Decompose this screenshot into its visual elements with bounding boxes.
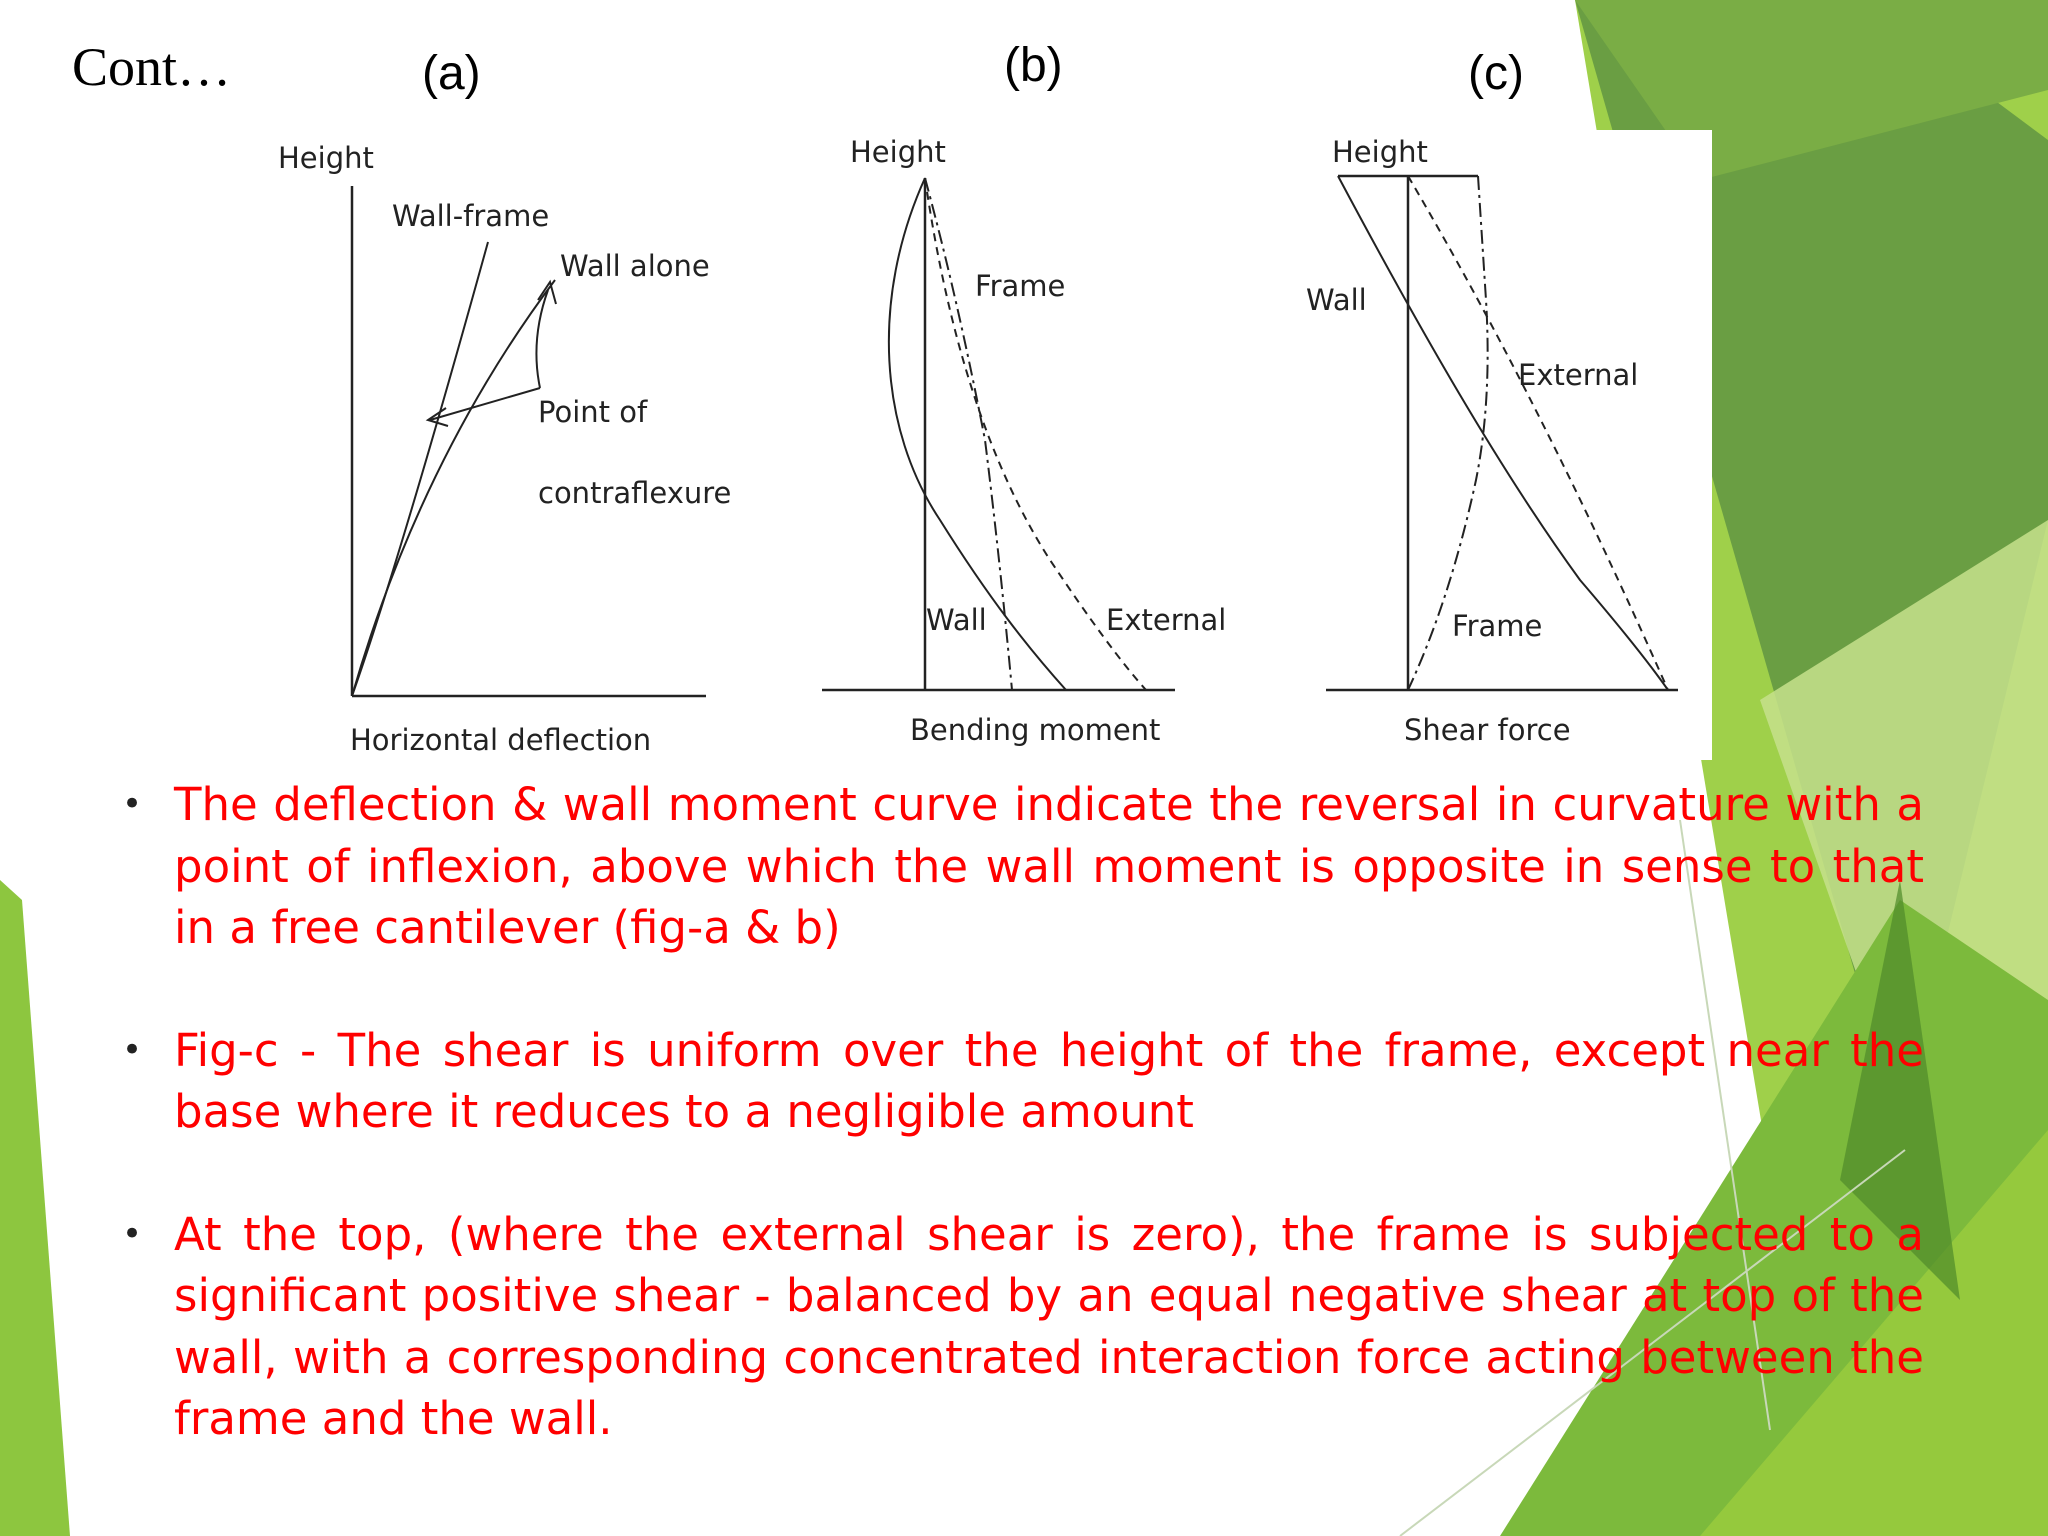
bullet-text-3: At the top, (where the external shear is… [174,1207,1924,1446]
fig-a-x-axis-label: Horizontal deflection [350,723,651,757]
fig-a-wall-frame-curve [351,241,489,697]
bullet-item-3: •At the top, (where the external shear i… [122,1207,1924,1446]
fig-b-external-label: External [1106,603,1226,637]
fig-b-x-axis-label: Bending moment [910,713,1160,747]
fig-c-wall-label: Wall [1306,283,1367,317]
fig-b-y-axis-label: Height [850,135,946,169]
fig-a-arrow-to-wall-frame [429,387,541,421]
figure-label-b: (b) [1004,39,1063,92]
fig-a-wall-alone-label: Wall alone [560,249,710,283]
decor-facet-dark-lower [1840,880,1960,1300]
bullet-text-2: Fig-c - The shear is uniform over the he… [174,1023,1924,1139]
fig-b-frame-label: Frame [975,269,1065,303]
fig-a-wall-frame-label: Wall-frame [392,199,549,233]
figure-label-c: (c) [1468,47,1524,100]
fig-c-x-axis-label: Shear force [1404,713,1571,747]
fig-a-arrow-to-wall-alone [535,289,549,389]
bullet-item-1: •The deflection & wall moment curve indi… [122,778,1924,954]
fig-a-y-axis-label: Height [278,141,374,175]
fig-c-frame-curve [1407,175,1489,691]
fig-b-frame-curve [924,177,1013,691]
fig-c-external-curve [1407,175,1669,691]
bullet-item-2: •Fig-c - The shear is uniform over the h… [122,1023,1924,1139]
decor-left-sliver [0,880,70,1536]
fig-a-annotation-line2: contraflexure [538,476,731,510]
decor-facet-bright [1700,1130,2048,1536]
slide-title: Cont… [72,37,232,97]
bullet-text-1: The deflection & wall moment curve indic… [174,778,1924,954]
fig-c-y-axis-label: Height [1332,135,1428,169]
figure-background [250,130,1712,760]
fig-b-external-curve [924,177,1147,691]
fig-c-frame-label: Frame [1452,609,1542,643]
fig-a-wall-alone-curve [351,279,556,697]
figure-label-a: (a) [422,47,481,100]
fig-b-wall-curve [887,177,1067,691]
fig-c-wall-curve [1337,175,1669,691]
fig-a-annotation-line1: Point of [538,395,648,429]
fig-b-wall-label: Wall [926,603,987,637]
bullet-list: •The deflection & wall moment curve indi… [118,774,1924,1511]
fig-c-external-label: External [1518,358,1638,392]
